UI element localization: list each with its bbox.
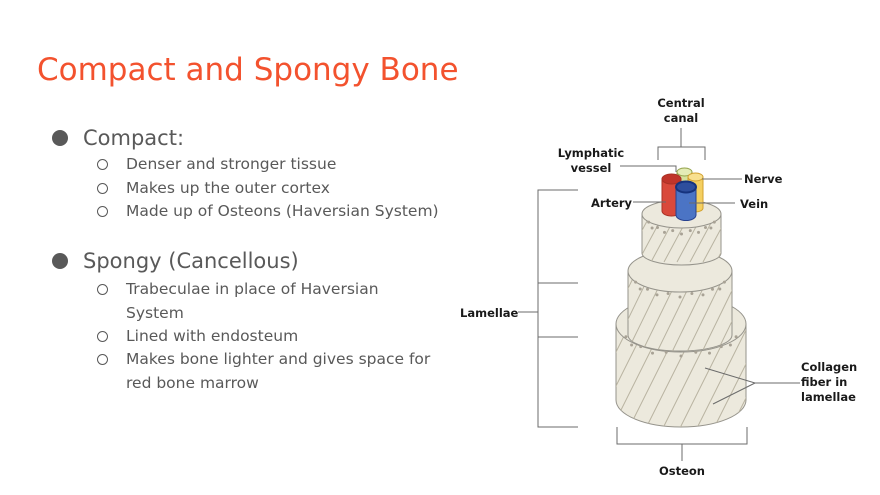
label-osteon: Osteon — [658, 464, 705, 478]
label-artery: Artery — [591, 196, 633, 210]
sub-bullet-text: Lined with endosteum — [126, 327, 299, 345]
rim-dots-bottom-tier — [624, 335, 738, 358]
sub-bullet-text: Makes bone lighter and gives space for r… — [126, 350, 431, 392]
sub-bullet: Lined with endosteum — [97, 325, 441, 349]
label-vein: Vein — [740, 197, 769, 211]
sub-bullet-text: Made up of Osteons (Haversian System) — [126, 202, 439, 220]
label-lymphatic-vessel: Lymphatic vessel — [557, 146, 625, 175]
label-nerve: Nerve — [744, 172, 783, 186]
open-bullet-icon — [97, 354, 108, 365]
open-bullet-icon — [97, 183, 108, 194]
label-central-canal: Central canal — [657, 96, 705, 125]
annotation-lines — [518, 128, 800, 461]
sub-bullet: Makes up the outer cortex — [97, 177, 441, 201]
open-bullet-icon — [97, 284, 108, 295]
label-collagen-fiber: Collagen fiber in lamellae — [801, 360, 858, 404]
bullet-compact: Compact: — [52, 125, 184, 151]
label-lamellae: Lamellae — [460, 306, 519, 320]
bullet-label: Compact: — [83, 126, 185, 150]
rim-dots-middle-tier — [634, 280, 726, 299]
central-canal-bracket — [657, 128, 706, 160]
vein-cylinder — [675, 180, 697, 221]
osteon-bracket — [616, 427, 748, 461]
sub-bullet-text: Denser and stronger tissue — [126, 155, 337, 173]
rim-dots-top-tier — [647, 220, 716, 236]
sub-bullet: Trabeculae in place of Haversian System — [97, 278, 441, 325]
sub-bullet: Makes bone lighter and gives space for r… — [97, 348, 441, 395]
bullet-spongy: Spongy (Cancellous) — [52, 248, 299, 274]
filled-bullet-icon — [52, 253, 68, 269]
bullet-label: Spongy (Cancellous) — [83, 249, 299, 273]
open-bullet-icon — [97, 331, 108, 342]
filled-bullet-icon — [52, 130, 68, 146]
sub-bullet-text: Trabeculae in place of Haversian System — [126, 280, 379, 322]
lamellae-bracket — [518, 189, 578, 428]
open-bullet-icon — [97, 159, 108, 170]
collagen-leader-lines — [704, 367, 800, 405]
lymphatic-leader-line — [620, 165, 677, 172]
sub-bullet: Made up of Osteons (Haversian System) — [97, 200, 441, 224]
sub-bullet: Denser and stronger tissue — [97, 153, 441, 177]
slide-title: Compact and Spongy Bone — [37, 52, 459, 88]
sub-bullet-text: Makes up the outer cortex — [126, 179, 330, 197]
open-bullet-icon — [97, 206, 108, 217]
